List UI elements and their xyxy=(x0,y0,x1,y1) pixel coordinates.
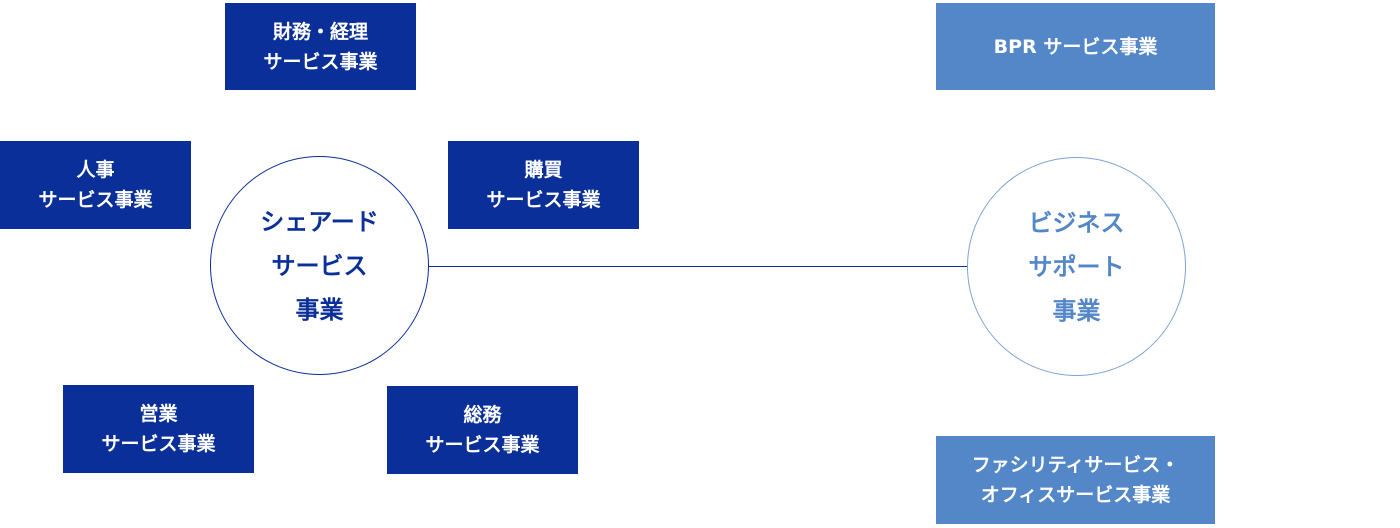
box-label-line1: 人事 xyxy=(76,159,115,181)
box-label-line2: サービス事業 xyxy=(38,189,153,211)
finance-accounting-service-box: 財務・経理 サービス事業 xyxy=(225,3,416,90)
box-label-line1: 営業 xyxy=(139,403,178,425)
box-label-line2: サービス事業 xyxy=(425,434,540,456)
circle-label-line2: サポート xyxy=(1028,252,1125,281)
box-label-line2: サービス事業 xyxy=(101,433,216,455)
facility-office-service-box: ファシリティサービス・ オフィスサービス事業 xyxy=(936,436,1215,524)
circle-label-line2: サービス xyxy=(271,251,368,280)
connector-line xyxy=(428,266,968,267)
box-label-line2: サービス事業 xyxy=(263,50,378,73)
circle-label-line3: 事業 xyxy=(295,295,344,324)
circle-label-line3: 事業 xyxy=(1052,296,1101,325)
bpr-service-box: BPR サービス事業 xyxy=(936,3,1215,90)
circle-label-line1: シェアード xyxy=(260,207,379,236)
general-affairs-service-box: 総務 サービス事業 xyxy=(387,386,578,474)
box-label-line1: 総務 xyxy=(463,404,502,426)
box-label-line1: BPR サービス事業 xyxy=(993,35,1158,58)
circle-label-line1: ビジネス xyxy=(1028,208,1125,237)
hr-service-box: 人事 サービス事業 xyxy=(0,141,191,229)
purchasing-service-box: 購買 サービス事業 xyxy=(448,141,639,229)
box-label-line2: オフィスサービス事業 xyxy=(980,484,1171,506)
sales-service-box: 営業 サービス事業 xyxy=(63,385,254,473)
box-label-line1: 購買 xyxy=(524,159,563,181)
business-support-circle: ビジネス サポート 事業 xyxy=(967,157,1186,376)
shared-service-circle: シェアード サービス 事業 xyxy=(210,156,429,375)
box-label-line1: ファシリティサービス・ xyxy=(971,454,1180,476)
box-label-line1: 財務・経理 xyxy=(272,20,368,43)
box-label-line2: サービス事業 xyxy=(486,189,601,211)
